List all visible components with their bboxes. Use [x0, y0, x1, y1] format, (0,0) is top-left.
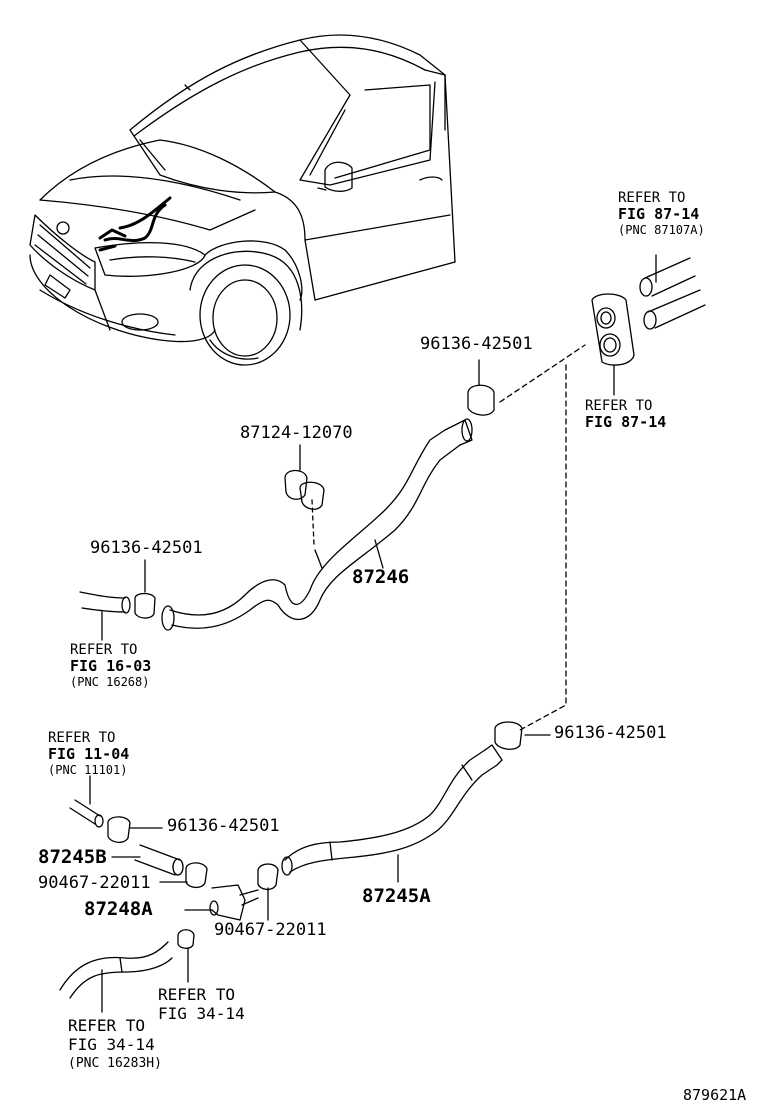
part-number-90467-right: 90467-22011	[214, 920, 327, 940]
reference-line-1: REFER TO	[48, 730, 116, 746]
reference-line-1: REFER TO	[158, 985, 236, 1004]
reference-line-1: REFER TO	[585, 398, 653, 414]
car-illustration	[29, 34, 456, 366]
part-number-87248A: 87248A	[84, 898, 153, 920]
reference-fig-34-14-b: REFER TO FIG 34-14 (PNC 16283H)	[68, 1016, 162, 1073]
part-number-87245A: 87245A	[362, 885, 431, 907]
reference-line-2: FIG 34-14	[158, 1004, 245, 1023]
part-number-96136-left: 96136-42501	[90, 538, 203, 558]
reference-line-3: (PNC 16283H)	[68, 1056, 162, 1071]
reference-fig-11-04: REFER TO FIG 11-04 (PNC 11101)	[48, 730, 129, 778]
reference-line-2: FIG 11-04	[48, 745, 130, 763]
lower-left-assembly	[59, 775, 259, 1013]
reference-line-2: FIG 87-14	[585, 413, 667, 431]
reference-fig-34-14-a: REFER TO FIG 34-14	[158, 985, 245, 1023]
part-number-87124: 87124-12070	[240, 423, 353, 443]
document-id: 879621A	[683, 1086, 747, 1104]
reference-line-3: (PNC 16268)	[70, 675, 150, 689]
grommet-87-14	[591, 254, 706, 396]
reference-line-2: FIG 34-14	[68, 1035, 155, 1054]
part-number-90467-left: 90467-22011	[38, 873, 151, 893]
reference-fig-87-14-top: REFER TO FIG 87-14 (PNC 87107A)	[618, 190, 705, 238]
reference-line-2: FIG 16-03	[70, 657, 152, 675]
reference-line-3: (PNC 11101)	[48, 763, 128, 777]
part-number-96136-lower: 96136-42501	[167, 816, 280, 836]
reference-line-1: REFER TO	[68, 1016, 146, 1035]
reference-line-3: (PNC 87107A)	[618, 223, 705, 237]
part-number-96136-right: 96136-42501	[554, 723, 667, 743]
reference-line-1: REFER TO	[70, 642, 138, 658]
reference-line-1: REFER TO	[618, 190, 686, 206]
part-number-96136-upper: 96136-42501	[420, 334, 533, 354]
part-number-87246: 87246	[352, 566, 410, 588]
part-number-87245B: 87245B	[38, 846, 107, 868]
reference-fig-16-03: REFER TO FIG 16-03 (PNC 16268)	[70, 642, 151, 690]
hose-87246	[79, 359, 495, 641]
reference-fig-87-14-mid: REFER TO FIG 87-14	[585, 398, 666, 430]
hose-87245A	[257, 721, 551, 921]
reference-line-2: FIG 87-14	[618, 205, 700, 223]
